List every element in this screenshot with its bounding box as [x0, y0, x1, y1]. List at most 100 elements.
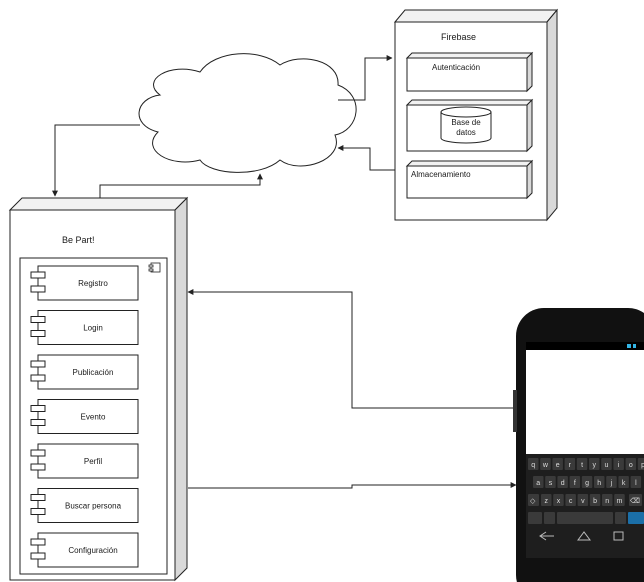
app-node: Be Part! RegistroLoginPublicaciónEventoP… [8, 196, 189, 582]
component-port-icon [30, 494, 46, 501]
spacebar-key [557, 512, 613, 524]
keyboard-key [565, 494, 576, 506]
component-perfil: Perfil [30, 443, 139, 479]
phone-screen [526, 350, 644, 454]
component-port-icon [30, 360, 46, 368]
keyboard-key [553, 494, 564, 506]
keyboard-key-label: p [641, 462, 644, 469]
shift-key [528, 494, 539, 506]
signal-icon [627, 344, 631, 348]
keyboard-key-label: c [569, 498, 573, 505]
component-box [37, 532, 139, 568]
keyboard-key-label: n [605, 498, 609, 505]
phone-side-button [513, 390, 517, 432]
keyboard-key [613, 458, 624, 470]
keyboard-key [601, 458, 612, 470]
component-label: Registro [78, 279, 108, 288]
keyboard-key-label: r [569, 462, 572, 469]
comma-key [544, 512, 555, 524]
component-port-icon [30, 316, 46, 323]
keyboard-key-label: w [542, 462, 549, 469]
keyboard-key-label: a [536, 480, 540, 487]
component-port-icon [30, 419, 46, 426]
component-configuracion: Configuración [30, 532, 139, 568]
keyboard-key [528, 458, 539, 470]
component-registro: Registro [30, 265, 139, 301]
keyboard-key [564, 458, 576, 470]
keyboard-key [614, 494, 625, 506]
keyboard-key [594, 476, 605, 488]
period-key [615, 512, 626, 524]
keyboard-key [552, 458, 563, 470]
keyboard-key [569, 476, 581, 488]
component-box [37, 399, 139, 434]
auth-label: Autenticación [432, 63, 480, 72]
storage-component: Almacenamiento [405, 159, 534, 200]
app-components: RegistroLoginPublicaciónEventoPerfilBusc… [30, 265, 139, 568]
keyboard-key [589, 458, 600, 470]
cloud-to-firebase-connector [338, 55, 393, 101]
back-icon [539, 531, 554, 541]
recents-icon [613, 531, 624, 541]
enter-key [628, 512, 644, 524]
keyboard-key [540, 458, 551, 470]
phone-status-bar [526, 342, 644, 350]
keyboard-key-label: k [622, 480, 626, 487]
component-label: Publicación [73, 368, 114, 377]
keyboard-key [589, 494, 601, 506]
component-label: Evento [81, 413, 106, 422]
keyboard-key [625, 458, 637, 470]
home-icon [577, 531, 591, 541]
keyboard-key [637, 458, 644, 470]
keyboard-key [576, 458, 588, 470]
component-port-icon [30, 508, 46, 515]
keyboard-key-label: x [557, 498, 561, 505]
cloud-icon [138, 53, 357, 173]
component-box [37, 265, 139, 301]
component-evento: Evento [30, 399, 139, 434]
database-label-line2: datos [456, 128, 476, 137]
component-port-icon [30, 552, 46, 560]
keyboard-key-label: o [629, 462, 633, 469]
component-publicacion: Publicación [30, 354, 139, 390]
keyboard-key-label: z [545, 498, 549, 505]
database-label-line1: Base de [451, 118, 481, 127]
keyboard-key [630, 476, 642, 488]
delete-key [629, 494, 642, 506]
component-label: Login [83, 324, 103, 333]
keyboard-key-label: u [604, 462, 608, 469]
keyboard-key-label: q [531, 462, 535, 469]
keyboard-special-keys: ◇ ⌫ [528, 494, 644, 524]
app-to-phone-connector [188, 482, 517, 489]
component-label: Buscar persona [65, 502, 122, 511]
keyboard-key-label: y [593, 462, 597, 469]
symbols-key [528, 512, 542, 524]
component-port-icon [30, 449, 46, 457]
shift-key-icon: ◇ [530, 498, 536, 505]
keyboard-key-label: t [581, 462, 583, 469]
keyboard-key-label: m [617, 498, 623, 505]
keyboard-key [606, 476, 617, 488]
keyboard-key-label: j [610, 480, 613, 487]
keyboard-key [581, 476, 593, 488]
keyboard-key-label: f [574, 480, 576, 487]
app-title: Be Part! [62, 235, 95, 245]
keyboard-key-label: e [556, 462, 560, 469]
backspace-icon: ⌫ [630, 497, 640, 505]
component-port-icon [30, 405, 46, 412]
firebase-to-cloud-connector [337, 145, 400, 171]
component-box [37, 443, 139, 479]
keyboard-key [577, 494, 589, 506]
nav-bar [539, 531, 624, 541]
component-label: Perfil [84, 457, 102, 466]
component-buscar-persona: Buscar persona [30, 488, 139, 523]
component-port-icon [30, 271, 46, 279]
keyboard-key-label: h [597, 480, 601, 487]
component-box [37, 488, 139, 523]
keyboard-key-label: g [585, 480, 589, 487]
keyboard-key-label: l [635, 480, 637, 487]
component-port-icon [30, 285, 46, 293]
battery-icon [633, 344, 636, 348]
